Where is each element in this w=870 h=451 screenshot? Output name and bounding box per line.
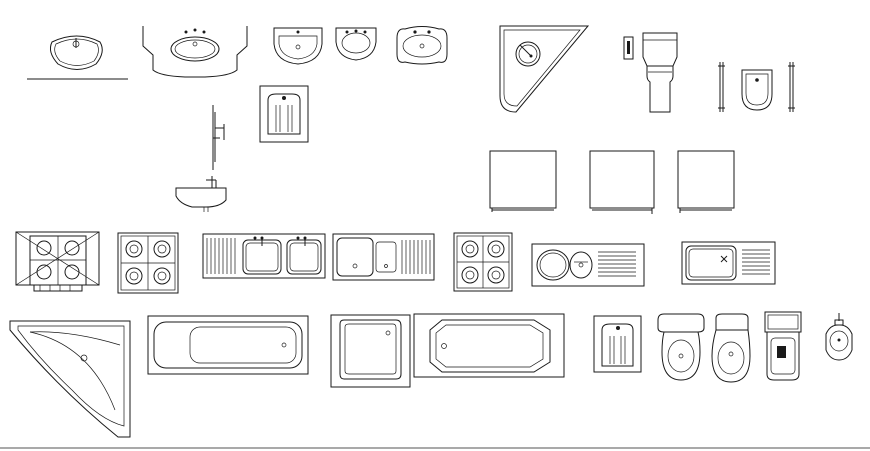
washbasin-on-counter	[27, 35, 128, 80]
toilet-square	[764, 311, 802, 381]
rectangular-bathtub	[147, 315, 309, 375]
wall-urinal	[718, 62, 795, 112]
squat-toilet-2	[593, 315, 642, 373]
cooktop-4-burner	[117, 232, 179, 294]
toilet-round	[657, 313, 705, 381]
squat-toilet	[259, 85, 309, 143]
close-coupled-toilet	[623, 32, 678, 113]
base-cabinet-2	[589, 150, 655, 214]
single-sink-drainboard	[681, 241, 776, 285]
octagonal-bathtub	[413, 313, 565, 378]
corner-bathtub	[9, 320, 131, 438]
side-elevation-basin	[175, 105, 227, 212]
wall-hung-toilet	[825, 313, 853, 361]
toilet-elongated	[711, 313, 751, 383]
sink-with-drainboard	[332, 233, 435, 281]
base-cabinet-1	[489, 150, 557, 212]
cooktop-on-cabinet	[15, 231, 100, 292]
double-sink-drainboard	[531, 243, 645, 287]
oval-basin	[335, 27, 377, 61]
vanity-basin	[142, 26, 248, 78]
countertop-basin	[396, 26, 448, 65]
double-bowl-sink	[202, 233, 326, 279]
base-cabinet-3	[677, 150, 735, 213]
pedestal-basin	[273, 27, 323, 65]
corner-basin	[499, 25, 590, 113]
cooktop-4-burner-2	[453, 232, 513, 292]
shower-tray	[330, 314, 411, 388]
